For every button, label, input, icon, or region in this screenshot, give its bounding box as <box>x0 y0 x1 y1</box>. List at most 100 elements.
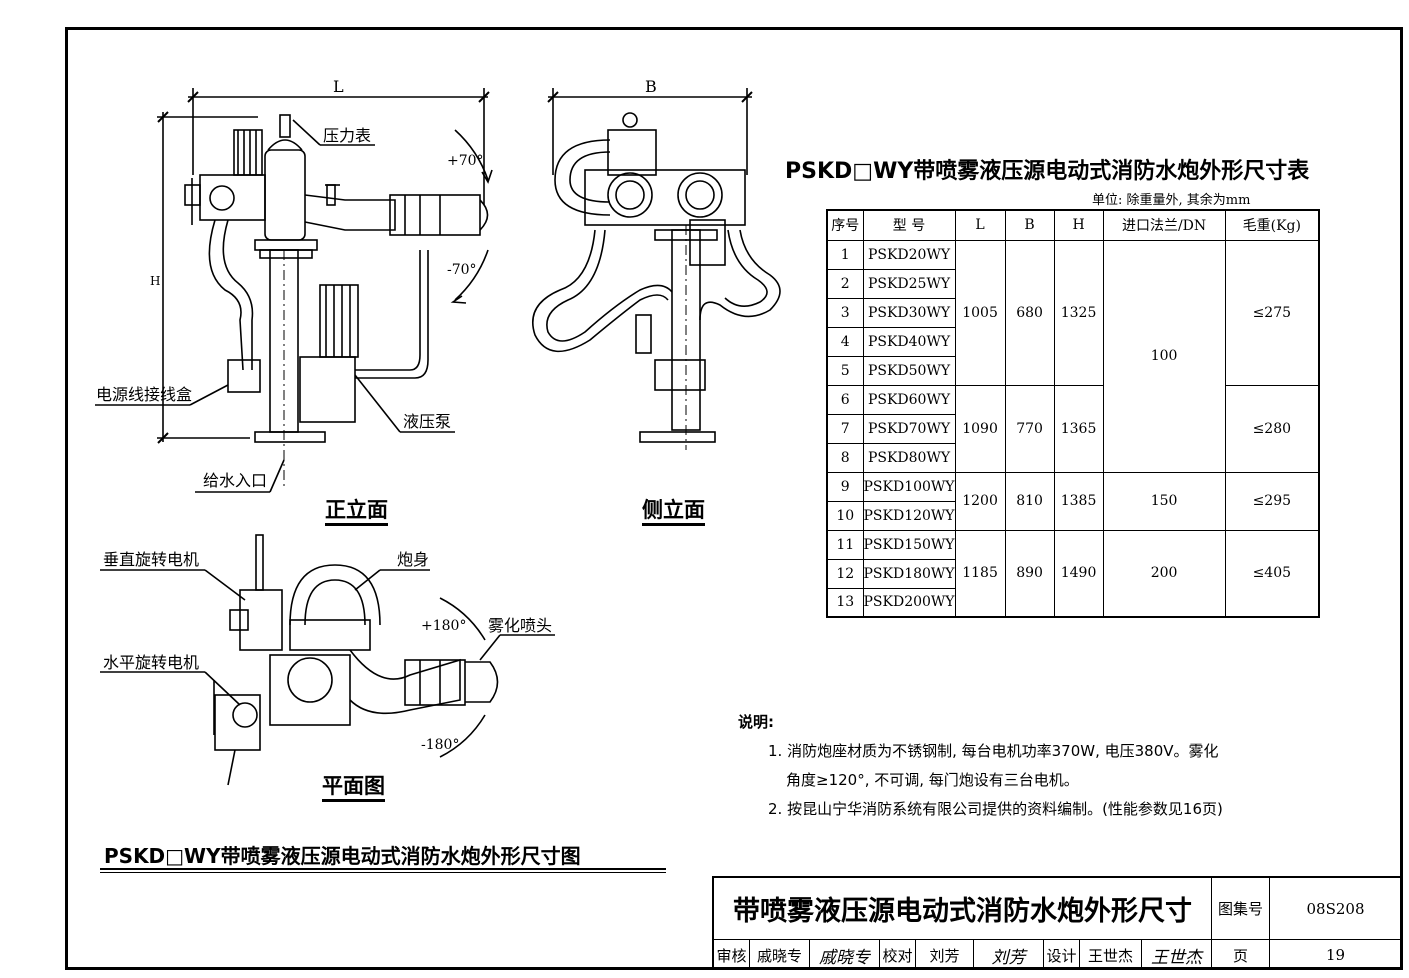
caption-underline <box>100 872 666 873</box>
front-elevation-drawing <box>95 88 493 493</box>
cell-b: 890 <box>1004 529 1055 618</box>
label-power-junction-box: 电源线接线盒 <box>96 385 193 404</box>
header-model: 型 号 <box>862 209 956 241</box>
cell-no: 6 <box>826 384 864 415</box>
cell-h: 1325 <box>1053 239 1104 386</box>
cell-model: PSKD50WY <box>862 355 956 386</box>
cell-model: PSKD150WY <box>862 529 956 560</box>
cell-weight: ≤280 <box>1224 384 1320 473</box>
cell-model: PSKD200WY <box>862 587 956 618</box>
cell-h: 1490 <box>1053 529 1104 618</box>
label-angle-down-70: -70° <box>447 262 477 278</box>
cell-no: 13 <box>826 587 864 618</box>
notes-title: 说明: <box>738 713 774 731</box>
label-vertical-motor: 垂直旋转电机 <box>103 550 200 569</box>
dim-label-l: L <box>333 77 344 96</box>
table-row: 1 PSKD20WY 1005 680 1325 100 ≤275 <box>826 239 1320 473</box>
cell-flange: 100 <box>1102 239 1226 473</box>
cell-b: 810 <box>1004 471 1055 531</box>
note-line: 1. 消防炮座材质为不锈钢制, 每台电机功率370W, 电压380V。雾化 <box>768 742 1219 760</box>
cell-model: PSKD180WY <box>862 558 956 589</box>
header-no: 序号 <box>826 209 864 241</box>
table-row: 9 PSKD100WY 1200 810 1385 150 ≤295 <box>826 471 1320 531</box>
cell-model: PSKD60WY <box>862 384 956 415</box>
cell-l: 1200 <box>954 471 1006 531</box>
cell-b: 770 <box>1004 384 1055 473</box>
note-line: 2. 按昆山宁华消防系统有限公司提供的资料编制。(性能参数见16页) <box>768 800 1223 818</box>
reviewer-signature: 戚晓专 <box>810 940 880 970</box>
table-row: 11 PSKD150WY 1185 890 1490 200 ≤405 <box>826 529 1320 618</box>
cell-b: 680 <box>1004 239 1055 386</box>
title-block: 带喷雾液压源电动式消防水炮外形尺寸 图集号 08S208 审核 戚晓专 戚晓专 … <box>712 876 1403 970</box>
table-row: 4 PSKD40WY <box>826 326 1319 357</box>
cell-no: 10 <box>826 500 864 531</box>
label-hydraulic-pump: 液压泵 <box>403 412 452 431</box>
notes: 说明: 1. 消防炮座材质为不锈钢制, 每台电机功率370W, 电压380V。雾… <box>738 708 1223 824</box>
label-water-inlet: 给水入口 <box>203 471 268 490</box>
header-weight: 毛重(Kg) <box>1224 209 1320 241</box>
view-title-plan: 平面图 <box>322 773 385 802</box>
table-row: 2 PSKD25WY <box>826 268 1319 299</box>
header-b: B <box>1004 209 1055 241</box>
cell-h: 1385 <box>1053 471 1104 531</box>
label-angle-pos-180: +180° <box>421 618 467 634</box>
design-label: 设计 <box>1044 940 1080 970</box>
table-row: 13 PSKD200WY <box>826 587 1319 618</box>
cell-model: PSKD40WY <box>862 326 956 357</box>
cell-no: 4 <box>826 326 864 357</box>
drawing-frame <box>65 27 1403 970</box>
cell-no: 8 <box>826 442 864 473</box>
table-row: 8 PSKD80WY <box>826 442 1319 473</box>
atlas-label: 图集号 <box>1212 878 1270 940</box>
cell-model: PSKD120WY <box>862 500 956 531</box>
caption-underline <box>100 868 666 870</box>
designer-name: 王世杰 <box>1080 940 1142 970</box>
table-row: 5 PSKD50WY <box>826 355 1319 386</box>
main-caption: PSKD□WY带喷雾液压源电动式消防水炮外形尺寸图 <box>104 844 581 868</box>
page-number: 19 <box>1325 946 1346 964</box>
label-pressure-gauge: 压力表 <box>323 126 372 145</box>
table-row: 7 PSKD70WY <box>826 413 1319 444</box>
cell-model: PSKD25WY <box>862 268 956 299</box>
cell-no: 2 <box>826 268 864 299</box>
view-title-side: 侧立面 <box>642 497 705 526</box>
table-header-row: 序号 型 号 L B H 进口法兰/DN 毛重(Kg) <box>826 209 1320 241</box>
unit-note: 单位: 除重量外, 其余为mm <box>1092 193 1251 208</box>
header-l: L <box>954 209 1006 241</box>
dim-label-b: B <box>645 77 657 96</box>
page-label: 页 <box>1212 940 1270 970</box>
check-label: 校对 <box>880 940 916 970</box>
cell-no: 1 <box>826 239 864 270</box>
drawing-title: 带喷雾液压源电动式消防水炮外形尺寸 <box>714 878 1212 940</box>
cell-model: PSKD100WY <box>862 471 956 502</box>
cell-no: 5 <box>826 355 864 386</box>
cell-no: 9 <box>826 471 864 502</box>
cell-no: 7 <box>826 413 864 444</box>
dim-label-h: H <box>150 274 161 288</box>
label-angle-neg-180: -180° <box>421 737 460 753</box>
cell-no: 12 <box>826 558 864 589</box>
table-row: 6 PSKD60WY 1090 770 1365 ≤280 <box>826 384 1320 473</box>
cell-model: PSKD30WY <box>862 297 956 328</box>
cell-flange: 150 <box>1102 471 1226 531</box>
cell-weight: ≤405 <box>1224 529 1320 618</box>
checker-signature: 刘芳 <box>974 940 1044 970</box>
atlas-number: 08S208 <box>1270 878 1401 940</box>
reviewer-name: 戚晓专 <box>750 940 810 970</box>
cell-model: PSKD80WY <box>862 442 956 473</box>
cell-no: 3 <box>826 297 864 328</box>
cell-no: 11 <box>826 529 864 560</box>
cell-model: PSKD70WY <box>862 413 956 444</box>
checker-name: 刘芳 <box>916 940 974 970</box>
review-label: 审核 <box>714 940 750 970</box>
cell-model: PSKD20WY <box>862 239 956 270</box>
header-h: H <box>1053 209 1104 241</box>
label-angle-up-70: +70° <box>447 153 484 169</box>
cell-flange: 200 <box>1102 529 1226 618</box>
label-horizontal-motor: 水平旋转电机 <box>103 653 200 672</box>
plan-view-drawing <box>100 534 555 786</box>
note-line: 角度≥120°, 不可调, 每门炮设有三台电机。 <box>786 771 1079 789</box>
table-row: 3 PSKD30WY <box>826 297 1319 328</box>
table-row: 10 PSKD120WY <box>826 500 1319 531</box>
